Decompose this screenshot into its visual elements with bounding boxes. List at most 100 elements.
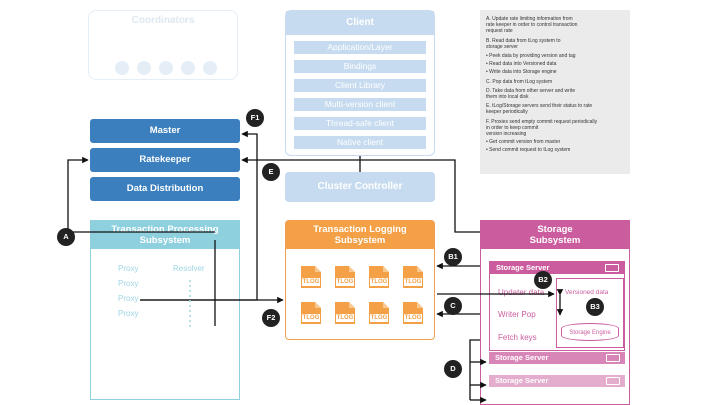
server-icon [606, 354, 620, 362]
coordinator-node [115, 61, 129, 75]
legend-line: F. Proxies send empty commit request per… [486, 118, 598, 125]
cluster-controller-box: Cluster Controller [285, 172, 435, 202]
tlog-label: TLOG [370, 315, 388, 321]
proxy-label: Proxy [118, 309, 139, 318]
client-item-multi-version: Multi-version client [294, 98, 426, 111]
line-d [469, 339, 480, 400]
proxy-label: Proxy [118, 279, 139, 288]
tls-title: Transaction Logging Subsystem [286, 221, 434, 249]
client-box: Client Application/Layer Bindings Client… [285, 10, 435, 156]
legend-line: version increasing [486, 131, 527, 138]
storage-server-header: Storage Server [489, 352, 625, 364]
storage-title-line2: Subsystem [529, 235, 581, 246]
legend-line: rate keeper in order to control transact… [486, 22, 578, 29]
resolver-label: Resolver [173, 264, 205, 273]
client-item-client-library: Client Library [294, 79, 426, 92]
transaction-logging-subsystem: Transaction Logging Subsystem TLOG TLOG TL… [285, 220, 435, 340]
badge-b2: B2 [534, 271, 552, 289]
client-item-native: Native client [294, 136, 426, 149]
storage-subsystem: Storage Subsystem Storage Server Updater… [480, 220, 630, 405]
tps-title-line1: Transaction Processing [111, 224, 219, 235]
badge-c: C [444, 297, 462, 315]
tlog-file-icon: TLOG [402, 265, 424, 289]
arrow-f1 [241, 130, 258, 300]
tlog-file-icon: TLOG [368, 301, 390, 325]
proxy-label: Proxy [118, 294, 139, 303]
tlog-label: TLOG [302, 279, 320, 285]
legend-line: • Send commit request to tLog system [486, 147, 571, 154]
legend-line: in order to keep commit [486, 124, 539, 131]
badge-f2: F2 [262, 309, 280, 327]
tlog-file-icon: TLOG [334, 265, 356, 289]
legend-line: storage server [486, 43, 518, 50]
arrow-a [67, 156, 215, 233]
badge-b1: B1 [444, 248, 462, 266]
tlog-label: TLOG [404, 315, 422, 321]
tlog-file-icon: TLOG [300, 301, 322, 325]
tls-title-line1: Transaction Logging [313, 224, 407, 235]
client-item-thread-safe: Thread-safe client [294, 117, 426, 130]
coordinators-title: Coordinators [131, 15, 195, 26]
badge-a: A [57, 228, 75, 246]
badge-f1: F1 [246, 109, 264, 127]
legend-panel: A. Update rate limiting information from… [480, 10, 630, 174]
storage-server-label: Storage Server [496, 263, 550, 272]
tlog-file-icon: TLOG [334, 301, 356, 325]
legend-line: • Peek data by providing version and tag [486, 53, 576, 60]
client-item-application-layer: Application/Layer [294, 41, 426, 54]
writer-pop-label: Writer Pop [498, 310, 536, 319]
legend-line: • Write data into Storage engine [486, 69, 557, 76]
coordinator-node [203, 61, 217, 75]
legend-line: D. Take data from other server and write [486, 87, 576, 94]
master-box: Master [90, 119, 240, 143]
coordinator-node [137, 61, 151, 75]
coordinator-node [181, 61, 195, 75]
client-item-bindings: Bindings [294, 60, 426, 73]
tlog-file-icon: TLOG [300, 265, 322, 289]
tlog-label: TLOG [370, 279, 388, 285]
legend-line: • Read data into Versioned data [486, 61, 557, 68]
legend-line: keeper periodically [486, 109, 528, 116]
tls-title-line2: Subsystem [334, 235, 386, 246]
data-distribution-box: Data Distribution [90, 177, 240, 201]
badge-b3: B3 [586, 298, 604, 316]
tlog-label: TLOG [302, 315, 320, 321]
ratekeeper-box: Ratekeeper [90, 148, 240, 172]
proxy-label: Proxy [118, 264, 139, 273]
client-title: Client [286, 11, 434, 35]
storage-server-header: Storage Server [489, 375, 625, 387]
server-icon [605, 264, 619, 272]
tlog-label: TLOG [336, 315, 354, 321]
tlog-label: TLOG [336, 279, 354, 285]
storage-title-line1: Storage [537, 224, 573, 235]
storage-server-label: Storage Server [495, 353, 549, 362]
storage-server-header: Storage Server [490, 262, 624, 274]
line-e-storage [360, 159, 480, 233]
storage-server-label: Storage Server [495, 376, 549, 385]
server-icon [606, 377, 620, 385]
storage-title: Storage Subsystem [481, 221, 629, 249]
storage-server-secondary: Storage Server [489, 352, 625, 364]
coordinators-box: Coordinators [88, 10, 238, 80]
legend-line: C. Pop data from tLog system [486, 78, 553, 85]
versioned-data-label: Versioned data [565, 289, 609, 296]
legend-line: them into local disk [486, 94, 529, 101]
badge-e: E [262, 163, 280, 181]
badge-d: D [444, 360, 462, 378]
legend-line: • Get commit version from master [486, 139, 561, 146]
coordinator-node [159, 61, 173, 75]
updater-data-label: Updater data [498, 288, 545, 297]
legend-line: request rate [486, 28, 513, 35]
legend-line: E. tLog/Storage servers send their statu… [486, 103, 593, 110]
tlog-file-icon: TLOG [402, 301, 424, 325]
tlog-file-icon: TLOG [368, 265, 390, 289]
storage-engine-cylinder: Storage Engine [561, 323, 619, 341]
tps-title-line2: Subsystem [139, 235, 191, 246]
storage-server-tertiary: Storage Server [489, 375, 625, 387]
legend-line: B. Read data from tLog system to [486, 37, 561, 44]
tlog-label: TLOG [404, 279, 422, 285]
legend-line: A. Update rate limiting information from [486, 16, 573, 22]
tps-title: Transaction Processing Subsystem [91, 221, 239, 249]
fetch-keys-label: Fetch keys [498, 333, 537, 342]
